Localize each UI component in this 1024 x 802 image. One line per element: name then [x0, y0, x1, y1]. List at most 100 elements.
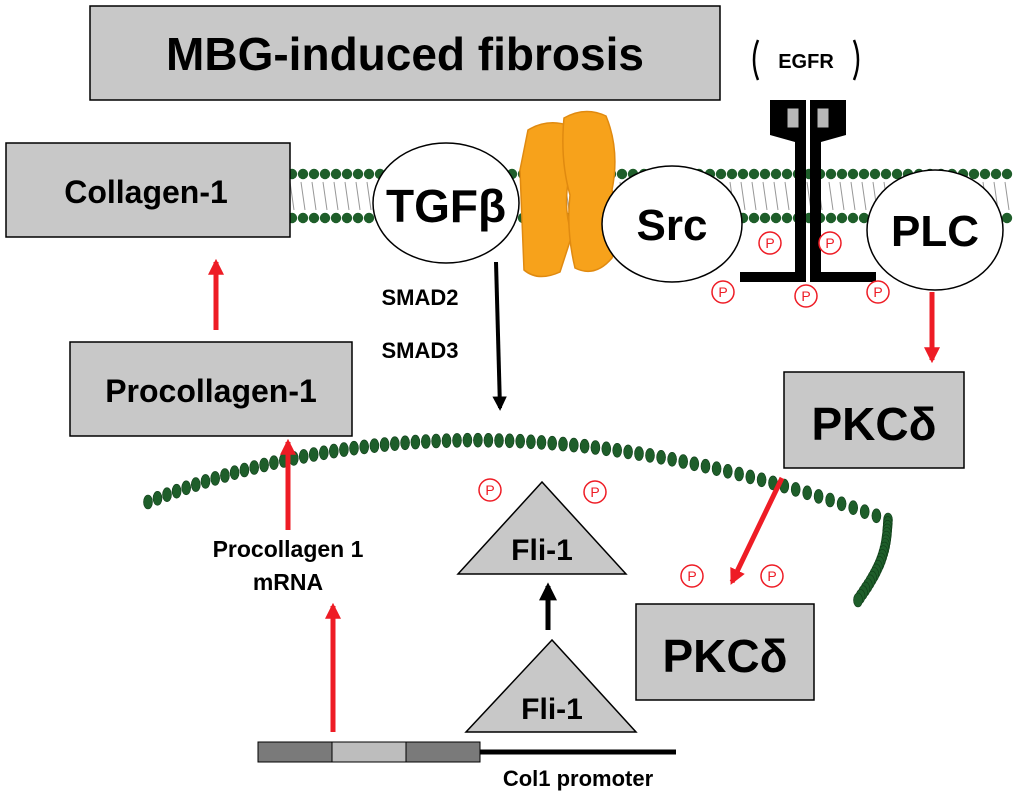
pkcd-bottom-box: PKCδ	[635, 603, 815, 701]
nuclear-bead	[526, 434, 536, 450]
membrane-bead	[891, 168, 903, 180]
procollagen-mrna-label-line2: mRNA	[253, 569, 323, 595]
nuclear-bead	[547, 435, 558, 451]
membrane-bead	[968, 168, 980, 180]
nuclear-bead	[298, 449, 309, 464]
nuclear-bead	[579, 438, 590, 454]
nuclear-bead	[420, 434, 431, 449]
nuclear-bead	[410, 434, 421, 450]
nuclear-bead	[431, 433, 441, 449]
phospho-marker: P	[478, 478, 502, 502]
nuclear-bead	[590, 440, 601, 455]
membrane-bead	[825, 212, 837, 224]
lipid-tail	[762, 181, 768, 211]
phospho-marker: P	[794, 284, 818, 308]
lipid-tail	[344, 181, 350, 211]
nuclear-bead	[756, 472, 767, 488]
lipid-tail	[784, 181, 790, 211]
lipid-tail	[300, 181, 306, 211]
phospho-group: P P P P P P P P P	[478, 231, 890, 588]
col1-promoter-gene: Col1 promoter	[257, 741, 676, 791]
nuclear-bead	[871, 508, 882, 524]
smad3-label: SMAD3	[381, 338, 458, 363]
membrane-bead	[748, 168, 760, 180]
membrane-bead	[770, 212, 782, 224]
fli1-top-triangle: Fli-1	[456, 480, 628, 575]
egfr-text: EGFR	[778, 51, 834, 73]
nuclear-bead	[536, 435, 547, 450]
lipid-tail	[861, 181, 867, 211]
membrane-bead	[297, 168, 309, 180]
nuclear-bead	[825, 492, 835, 508]
lipid-tail	[355, 181, 361, 211]
nuclear-bead	[790, 482, 801, 497]
arrow-pkcd-to-pkcd	[729, 476, 785, 585]
egfr-label: EGFR	[752, 39, 860, 81]
membrane-bead	[990, 168, 1002, 180]
membrane-bead	[847, 168, 859, 180]
procollagen-mrna-label-line1: Procollagen 1	[213, 536, 364, 562]
arrow-tgfb-smad	[492, 261, 507, 411]
membrane-bead	[363, 168, 375, 180]
svg-text:P: P	[801, 288, 810, 304]
nuclear-bead	[379, 437, 390, 452]
nuclear-bead	[210, 471, 220, 486]
nuclear-bead	[181, 480, 191, 496]
membrane-bead	[759, 168, 771, 180]
procollagen1-text: Procollagen-1	[105, 373, 317, 409]
procollagen1-box: Procollagen-1	[69, 341, 353, 437]
membrane-bead	[748, 212, 760, 224]
svg-text:P: P	[825, 235, 834, 251]
lipid-tail	[1004, 181, 1010, 211]
membrane-bead	[825, 168, 837, 180]
nuclear-bead	[259, 457, 269, 473]
nuclear-bead	[700, 458, 711, 474]
phospho-marker: P	[680, 564, 704, 588]
collagen1-box: Collagen-1	[5, 142, 291, 238]
membrane-bead	[781, 168, 793, 180]
svg-text:P: P	[873, 284, 882, 300]
membrane-bead	[759, 212, 771, 224]
membrane-bead	[737, 168, 749, 180]
membrane-bead	[297, 212, 309, 224]
membrane-bead	[869, 168, 881, 180]
lipid-tail	[740, 181, 746, 211]
nuclear-bead	[802, 485, 813, 501]
membrane-bead	[308, 212, 320, 224]
fli1-bottom-triangle: Fli-1	[464, 638, 638, 733]
membrane-bead	[726, 168, 738, 180]
nuclear-bead	[389, 436, 400, 452]
membrane-bead	[858, 168, 870, 180]
nuclear-bead	[143, 494, 153, 510]
nuclear-bead	[400, 435, 410, 451]
nuclear-bead	[239, 462, 250, 478]
membrane-bead	[308, 168, 320, 180]
membrane-bead	[880, 168, 892, 180]
nuclear-bead	[171, 483, 182, 499]
membrane-bead	[770, 168, 782, 180]
nuclear-bead	[612, 442, 623, 458]
membrane-bead	[979, 168, 991, 180]
svg-text:P: P	[485, 482, 494, 498]
lipid-tail	[366, 181, 372, 211]
membrane-bead	[858, 212, 870, 224]
nuclear-bead	[269, 455, 279, 471]
fli1-bottom-text: Fli-1	[521, 693, 583, 726]
nuclear-bead	[645, 448, 655, 463]
nuclear-bead	[734, 466, 744, 482]
nuclear-bead	[558, 436, 568, 452]
nuclear-bead	[656, 449, 666, 465]
nuclear-bead	[667, 451, 677, 467]
nuclear-bead	[689, 456, 700, 472]
membrane-bead	[352, 168, 364, 180]
nuclear-bead	[483, 432, 494, 448]
plc-node: PLC	[866, 169, 1004, 291]
membrane-bead	[616, 168, 628, 180]
fli1-top-text: Fli-1	[511, 534, 573, 567]
nuclear-bead	[634, 446, 644, 461]
nuclear-bead	[859, 504, 870, 520]
src-node: Src	[601, 165, 743, 283]
phospho-marker: P	[711, 280, 735, 304]
phospho-marker: P	[583, 480, 607, 504]
